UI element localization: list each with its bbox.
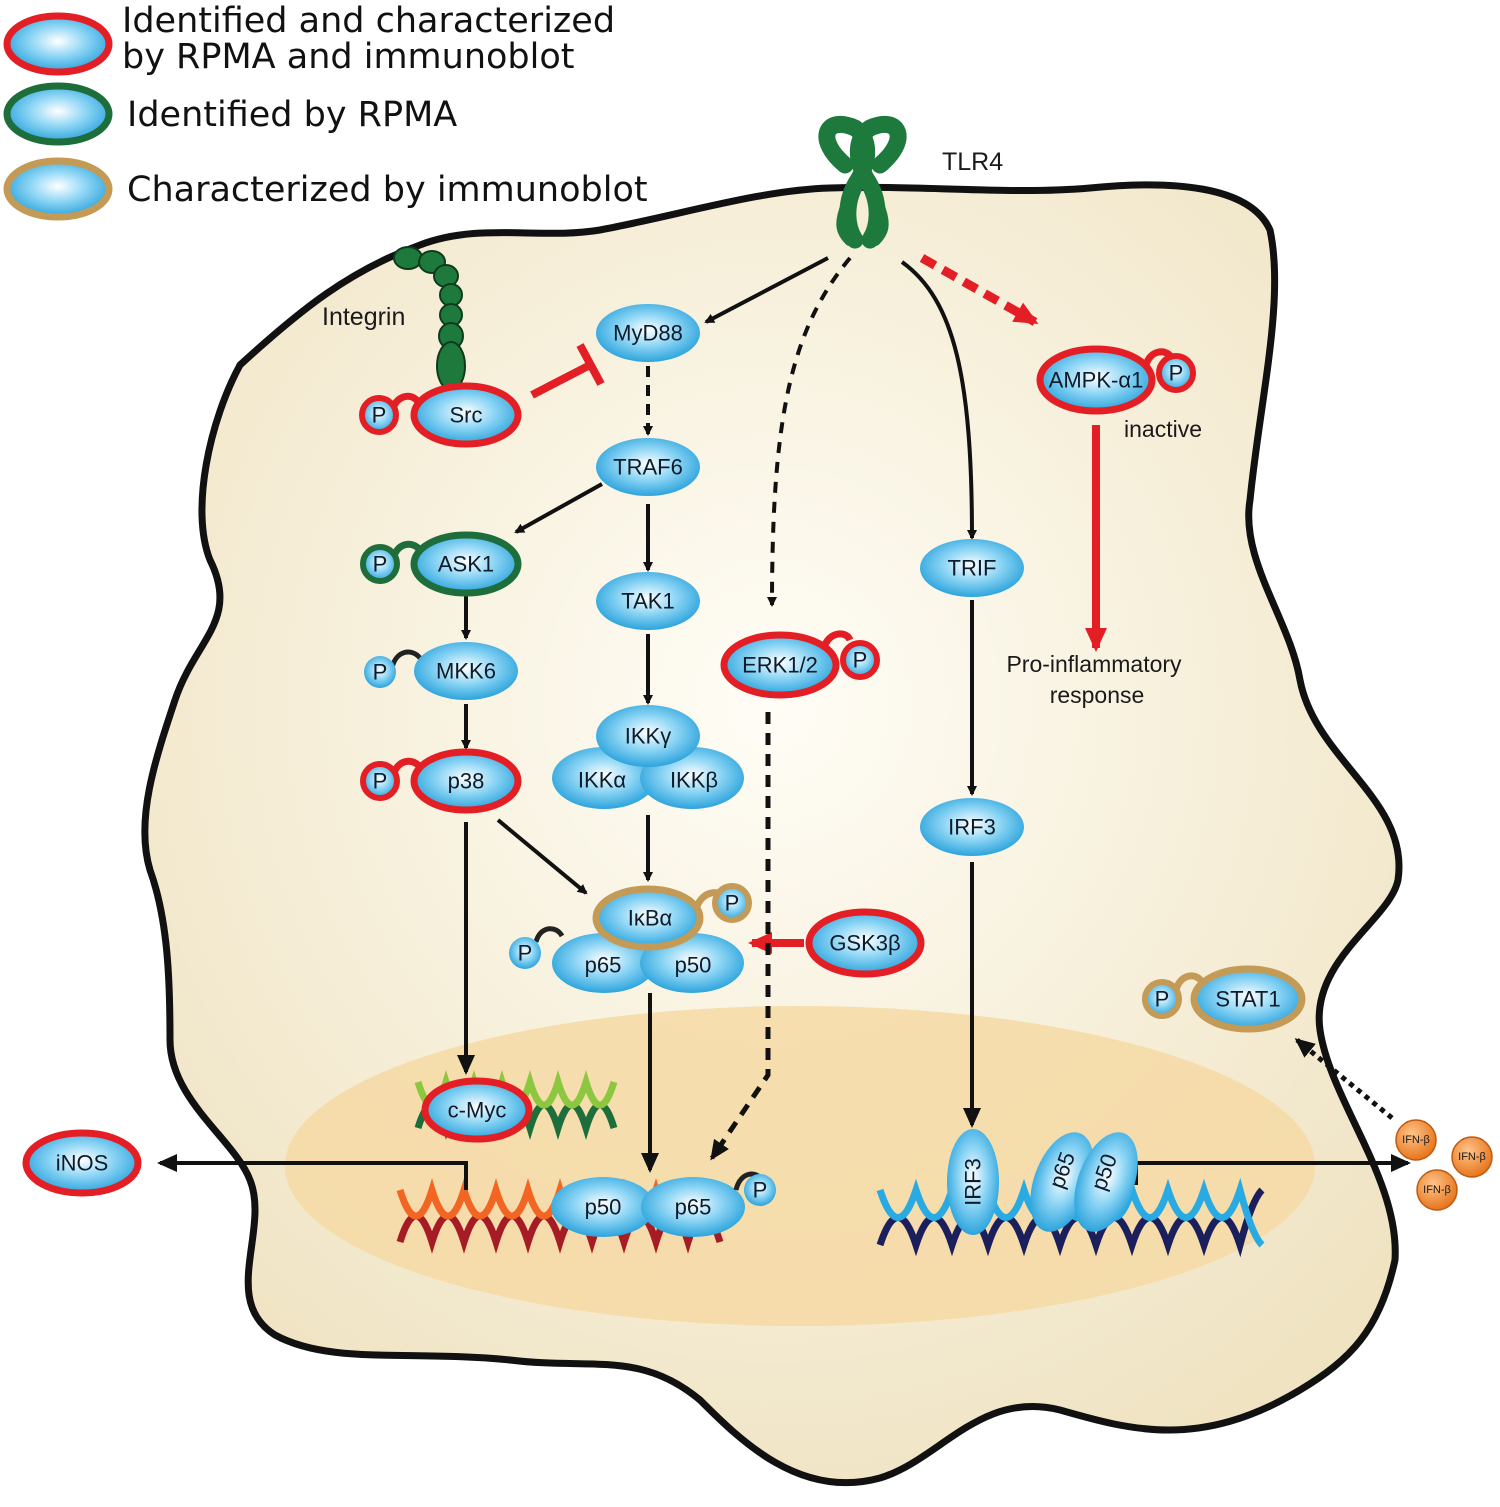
node-nuclear-irf3-complex: IRF3 p65 p50 [947,1129,1138,1235]
node-mkk6: P MKK6 [364,642,518,700]
ifn-label-2: IFN-β [1458,1151,1486,1163]
legend-swatch-red [3,12,113,76]
ampk-phospho: P [1169,361,1184,386]
traf6-label: TRAF6 [613,455,683,480]
node-src: P Src [359,382,522,448]
legend-item-rpma-immunoblot: Identified and characterized by RPMA and… [3,1,615,77]
p38-label: p38 [448,769,485,794]
ifn-label-3: IFN-β [1423,1184,1451,1196]
node-ampk: P AMPK-α1 [1036,345,1196,415]
node-irf3: IRF3 [920,798,1024,856]
nuc-irf3-label: IRF3 [961,1158,986,1206]
arrow-p38-ikba [496,818,588,895]
inhibit-src-myd88 [530,360,594,399]
inactive-label: inactive [1124,416,1202,442]
tlr4-label: TLR4 [942,148,1003,176]
nuc-p65-label: p65 [675,1195,712,1220]
ikkg-label: IKKγ [625,724,671,749]
p50-label: p50 [675,953,712,978]
erk-label: ERK1/2 [742,653,818,678]
node-nuclear-nfkb: P p50 p65 [551,1171,776,1237]
node-tak1: TAK1 [596,572,700,630]
stat1-label: STAT1 [1215,987,1280,1012]
arrow-tlr4-myd88 [704,256,829,324]
src-phospho: P [372,403,387,428]
node-p38: P p38 [360,748,522,814]
legend-swatch-gold [3,157,113,221]
pro-inflammatory-label: Pro-inflammatory [1006,651,1182,677]
node-cmyc: c-Myc [421,1077,533,1143]
node-stat1: P STAT1 [1142,965,1306,1033]
nuc-p65-phospho: P [753,1178,768,1203]
stat1-phospho: P [1155,987,1170,1012]
legend-label-2: Identified by RPMA [127,95,457,135]
legend-label-3: Characterized by immunoblot [127,170,648,210]
node-ask1: P ASK1 [360,531,522,597]
integrin-label: Integrin [322,303,405,331]
node-myd88: MyD88 [596,304,700,362]
inhibit-bar [576,343,605,386]
node-gsk3b: GSK3β [805,908,925,978]
p38-phospho: P [373,769,388,794]
legend-label-1b: by RPMA and immunoblot [122,37,575,77]
tak1-label: TAK1 [621,589,674,614]
src-label: Src [450,403,483,428]
arrow-ifn-stat1 [1294,1038,1394,1120]
trif-label: TRIF [948,556,997,581]
arrow-tlr4-ampk [919,254,1039,326]
node-ikk-complex: IKKγ IKKα IKKβ [552,705,744,809]
legend-item-immunoblot: Characterized by immunoblot [3,157,648,221]
response-label: response [1050,682,1145,708]
ikba-label: IκBα [628,906,673,931]
arrow-traf6-ask1 [514,482,603,534]
ifn-label-1: IFN-β [1402,1134,1430,1146]
p65-label: p65 [585,953,622,978]
ikkb-label: IKKβ [670,768,718,793]
legend-swatch-green [3,82,113,146]
node-inos: iNOS [22,1129,142,1197]
ikba-phospho: P [725,891,740,916]
cmyc-label: c-Myc [448,1098,507,1123]
arrow-to-inos [157,1154,468,1190]
node-erk: P ERK1/2 [720,630,880,699]
arrows [157,254,1411,1190]
legend-label-1a: Identified and characterized [122,1,615,41]
ask1-label: ASK1 [438,552,494,577]
node-ikba-complex: P P IκBα p65 p50 [509,883,752,993]
erk-phospho: P [853,648,868,673]
inos-label: iNOS [56,1151,109,1176]
irf3-label: IRF3 [948,815,996,840]
tlr4-receptor [818,116,907,249]
ikka-label: IKKα [578,768,626,793]
legend-item-rpma: Identified by RPMA [3,82,457,146]
gsk3b-label: GSK3β [829,931,900,956]
mkk6-phospho: P [373,660,388,685]
ampk-label: AMPK-α1 [1049,368,1144,393]
ifn-beta-molecules: IFN-β IFN-β IFN-β [1395,1119,1493,1211]
nucleus [285,1006,1315,1326]
arrow-tlr4-trif [900,260,977,540]
node-traf6: TRAF6 [596,438,700,496]
arrow-tlr4-erk [767,256,852,607]
integrin-receptor [393,246,466,391]
arrow-erk-nucleus [709,712,771,1161]
legend: Identified and characterized by RPMA and… [3,1,648,221]
nuc-p50-label: p50 [585,1195,622,1220]
myd88-label: MyD88 [613,321,683,346]
node-trif: TRIF [920,539,1024,597]
p65-phospho: P [518,941,533,966]
ask1-phospho: P [373,552,388,577]
mkk6-label: MKK6 [436,659,496,684]
